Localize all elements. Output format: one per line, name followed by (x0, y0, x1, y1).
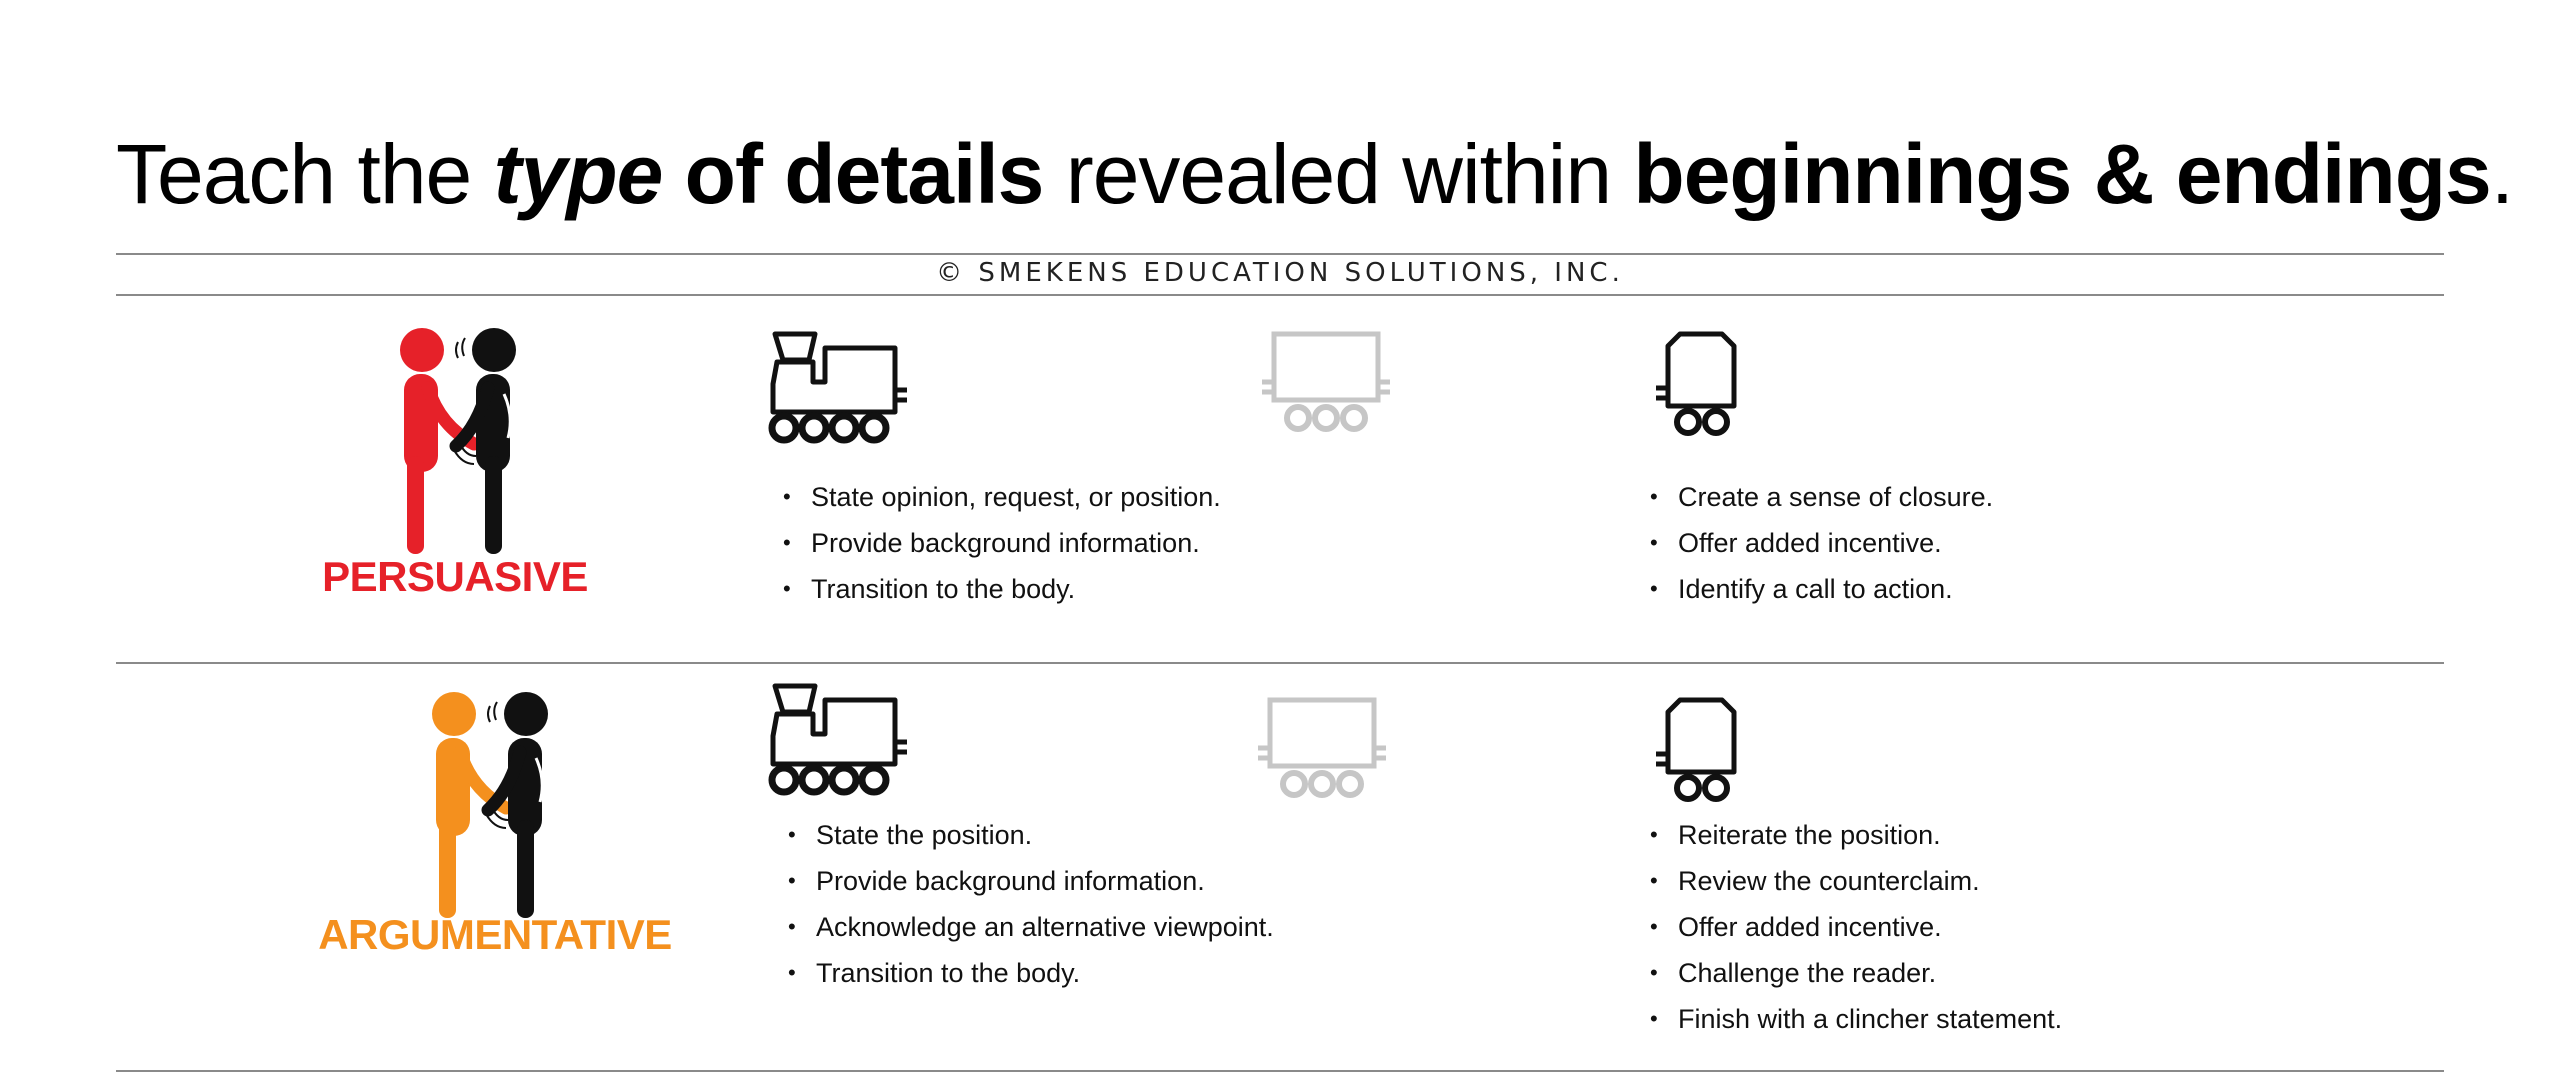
section-label-argumentative: ARGUMENTATIVE (318, 911, 672, 958)
divider-bottom (116, 1070, 2444, 1072)
title-period: . (2490, 127, 2514, 221)
title-type-emphasis: type (493, 127, 664, 221)
list-item: Transition to the body. (788, 950, 1274, 996)
list-item: Transition to the body. (783, 566, 1221, 612)
title-text-1: Teach the (116, 127, 494, 221)
list-item: Offer added incentive. (1650, 520, 1993, 566)
list-item: Identify a call to action. (1650, 566, 1993, 612)
list-item: State opinion, request, or position. (783, 474, 1221, 520)
divider-under-copyright (116, 294, 2444, 296)
title-details-emphasis: of details (662, 127, 1045, 221)
copyright-notice: © SMEKENS EDUCATION SOLUTIONS, INC. (936, 258, 1624, 288)
list-item: Review the counterclaim. (1650, 858, 2062, 904)
list-item: Reiterate the position. (1650, 812, 2062, 858)
train-caboose-icon (1656, 331, 1737, 436)
title-beginnings-endings: beginnings & endings (1633, 127, 2491, 221)
list-item: Acknowledge an alternative viewpoint. (788, 904, 1274, 950)
list-item: Create a sense of closure. (1650, 474, 1993, 520)
argumentative-ending-list: Reiterate the position. Review the count… (1650, 812, 2062, 1042)
train-boxcar-icon (1262, 331, 1390, 432)
list-item: Finish with a clincher statement. (1650, 996, 2062, 1042)
train-boxcar-icon (1258, 697, 1386, 798)
list-item: Offer added incentive. (1650, 904, 2062, 950)
train-engine-icon (768, 331, 907, 444)
persuasive-ending-list: Create a sense of closure. Offer added i… (1650, 474, 1993, 612)
list-item: Provide background information. (788, 858, 1274, 904)
title-text-2: revealed within (1043, 127, 1634, 221)
section-label-persuasive: PERSUASIVE (322, 553, 588, 600)
train-engine-icon (768, 683, 907, 796)
train-caboose-icon (1656, 697, 1737, 802)
argumentative-beginning-list: State the position. Provide background i… (788, 812, 1274, 996)
divider-top (116, 253, 2444, 255)
handshake-icon (432, 692, 548, 918)
handshake-icon (400, 328, 516, 554)
divider-middle (116, 662, 2444, 664)
list-item: State the position. (788, 812, 1274, 858)
page-title: Teach the type of details revealed withi… (116, 118, 2516, 230)
list-item: Challenge the reader. (1650, 950, 2062, 996)
persuasive-beginning-list: State opinion, request, or position. Pro… (783, 474, 1221, 612)
list-item: Provide background information. (783, 520, 1221, 566)
